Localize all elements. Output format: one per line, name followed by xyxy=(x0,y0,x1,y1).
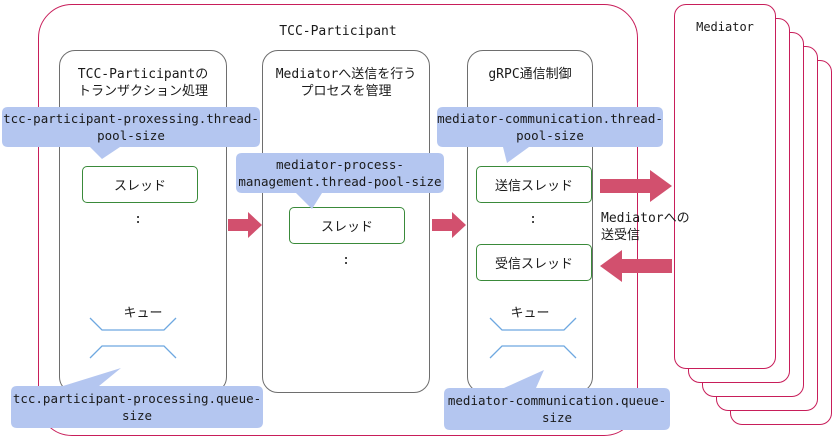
callout-panel3-bottom-text: mediator-communication.queue- size xyxy=(447,393,667,425)
callout-panel3-thread-shape xyxy=(437,107,663,163)
mediator-card-front xyxy=(674,4,776,369)
callout-panel1-top-text: tcc-participant-proxessing.thread- pool-… xyxy=(3,111,259,143)
arrow-panel2-to-panel3 xyxy=(432,212,466,238)
panel1-title-line2: トランザクション処理 xyxy=(77,84,208,99)
panel1-dots: : xyxy=(134,212,142,227)
arrow-receive-from-mediator xyxy=(600,250,672,282)
tcc-participant-title: TCC-Participant xyxy=(279,24,397,39)
arrow-send-to-mediator xyxy=(600,170,672,202)
callout-process-management-thread-pool-size: mediator-process- management.thread-pool… xyxy=(236,153,444,193)
panel2-title-line2: プロセスを管理 xyxy=(300,84,392,99)
transaction-processing-title: TCC-Participantの トランザクション処理 xyxy=(59,66,227,100)
callout-panel1-bottom-text: tcc.participant-processing.queue- size xyxy=(12,391,262,423)
process-management-title: Mediatorへ送信を行う プロセスを管理 xyxy=(262,66,430,100)
arrow-panel1-to-panel2 xyxy=(228,212,262,238)
callout-communication-queue-size: mediator-communication.queue- size xyxy=(444,388,670,430)
panel1-queue-icon xyxy=(89,317,177,359)
panel3-dots: : xyxy=(529,212,537,227)
callout-panel1-queue-shape xyxy=(11,368,263,428)
grpc-control-title: gRPC通信制御 xyxy=(488,67,572,82)
mediator-title: Mediator xyxy=(696,20,754,34)
panel1-title-line1: TCC-Participantの xyxy=(77,67,209,82)
receive-thread-box: 受信スレッド xyxy=(476,244,592,281)
callout-thread-pool-size-participant: tcc-participant-proxessing.thread- pool-… xyxy=(2,107,260,147)
panel1-thread-box: スレッド xyxy=(82,166,198,203)
mediator-link-label-line2: 送受信 xyxy=(601,228,641,243)
callout-panel1-thread-shape xyxy=(2,107,260,159)
panel2-title-line1: Mediatorへ送信を行う xyxy=(275,67,417,82)
callout-panel3-top-text: mediator-communication.thread- pool-size xyxy=(437,111,663,143)
panel1-queue-label: キュー xyxy=(123,306,163,321)
callout-participant-queue-size: tcc.participant-processing.queue- size xyxy=(11,386,263,428)
callout-panel2-thread-shape xyxy=(236,153,444,209)
callout-communication-thread-pool-size: mediator-communication.thread- pool-size xyxy=(437,107,663,147)
send-thread-box: 送信スレッド xyxy=(476,166,592,203)
panel3-queue-label: キュー xyxy=(510,306,550,321)
panel2-thread-box: スレッド xyxy=(289,207,405,244)
panel3-queue-icon xyxy=(489,317,577,359)
mediator-link-label: Mediatorへの 送受信 xyxy=(601,210,701,244)
panel2-dots: : xyxy=(342,253,350,268)
callout-panel3-queue-shape xyxy=(444,370,670,430)
mediator-link-label-line1: Mediatorへの xyxy=(601,211,690,226)
callout-panel2-top-text: mediator-process- management.thread-pool… xyxy=(238,157,442,189)
